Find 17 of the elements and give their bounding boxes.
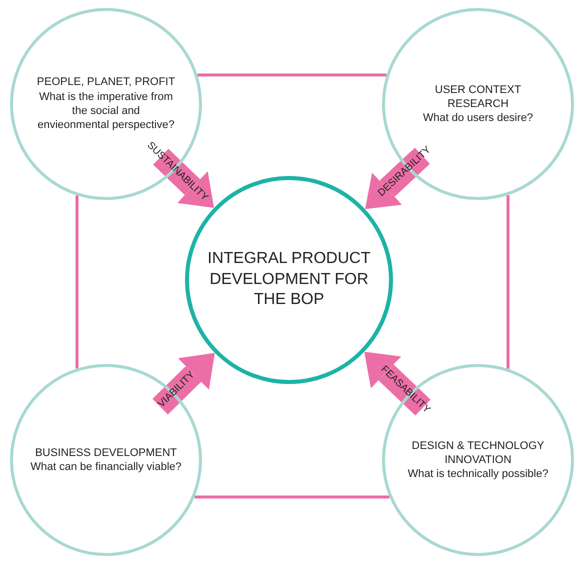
block-arrow: [364, 352, 431, 416]
circle-heading: BUSINESS DEVELOPMENT: [34, 446, 178, 460]
block-arrow: [153, 148, 214, 208]
circle-question: What do users desire?: [422, 111, 534, 126]
circle-question: What can be financially viable?: [29, 460, 183, 474]
circle-heading: USER CONTEXT RESEARCH: [434, 82, 522, 112]
circle-heading: DESIGN & TECHNOLOGY INNOVATION: [410, 438, 546, 468]
circle-question: What is technically possible?: [406, 467, 550, 482]
connector-line: [198, 74, 386, 76]
circle-heading: INTEGRAL PRODUCT DEVELOPMENT FOR THE BOP: [206, 248, 372, 310]
connector-line: [76, 196, 78, 368]
block-arrow: [152, 352, 215, 415]
connector-line: [506, 195, 510, 369]
block-arrow: [365, 148, 430, 210]
circle-question: What is the imperative from the social and envieonmental perspective?: [36, 90, 176, 133]
connector-line: [194, 496, 390, 498]
circle-heading: PEOPLE, PLANET, PROFIT: [36, 75, 176, 90]
